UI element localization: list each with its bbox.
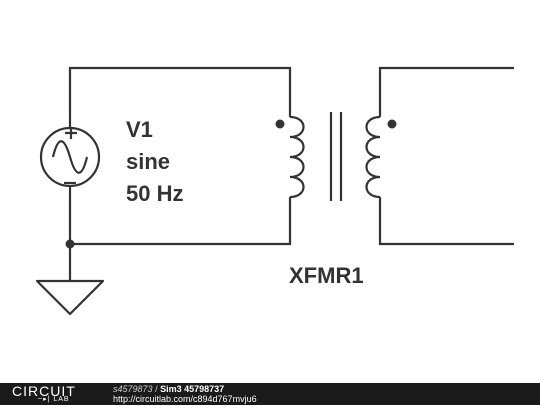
transformer-xfmr1 [275, 112, 397, 201]
source-name-label: V1 [126, 117, 153, 142]
secondary-polarity-dot [387, 119, 397, 129]
transformer-name-label: XFMR1 [289, 263, 364, 288]
source-frequency-label: 50 Hz [126, 181, 183, 206]
voltage-source-v1 [39, 113, 101, 201]
wire-primary-top [68, 66, 292, 113]
ground-symbol [35, 244, 105, 316]
circuit-title: Sim3 45798737 [160, 384, 225, 394]
resistor-diode-icon: ~▸| [38, 396, 51, 403]
secondary-coil [365, 115, 381, 199]
source-type-label: sine [126, 149, 170, 174]
circuit-url-link[interactable]: http://circuitlab.com/c894d767mvju6 [113, 394, 257, 404]
circuit-meta: s4579873 / Sim3 45798737 [113, 384, 224, 394]
circuitlab-logo: CIRCUIT [12, 383, 76, 399]
wire-secondary-bottom [378, 201, 514, 246]
circuitlab-logo-sub: ~▸| LAB [38, 396, 70, 404]
wire-primary-bottom [68, 201, 292, 246]
schematic-canvas: V1 sine 50 Hz XFMR1 [35, 66, 514, 316]
meta-separator: / [155, 384, 158, 394]
author-username[interactable]: s4579873 [113, 384, 153, 394]
primary-polarity-dot [275, 119, 285, 129]
logo-lab-text: LAB [53, 396, 70, 403]
wire-secondary-top [378, 66, 514, 113]
plus-sign-icon [65, 127, 77, 139]
footer-bar: CIRCUIT ~▸| LAB s4579873 / Sim3 45798737… [0, 383, 540, 405]
primary-coil [289, 115, 305, 199]
sine-wave-icon [51, 140, 89, 174]
